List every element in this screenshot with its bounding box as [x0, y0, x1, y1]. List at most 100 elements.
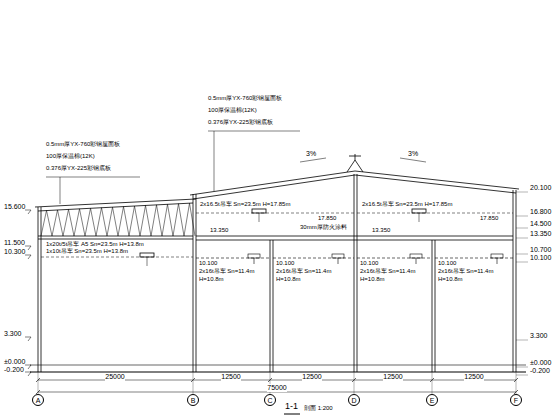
truss-web	[135, 206, 141, 236]
extension-line	[193, 372, 194, 394]
elevation-label: 10.700	[530, 246, 551, 254]
axis-circle: A	[32, 394, 44, 406]
crane-hook	[338, 258, 339, 264]
note-text: H=10.8m	[438, 276, 463, 283]
elevation-leader	[516, 340, 528, 341]
elevation-label: ±0.000	[4, 358, 25, 366]
elevation-label: 10.100	[199, 260, 217, 267]
elevation-label: 10.100	[438, 260, 456, 267]
axis-label: B	[191, 397, 196, 404]
elevation-leader	[516, 192, 528, 193]
axis-label: C	[267, 397, 272, 404]
truss-web	[124, 207, 130, 236]
truss-web	[96, 208, 102, 236]
elevation-mark	[25, 365, 31, 369]
truss-web	[162, 204, 168, 236]
dimension-text: 12500	[383, 373, 402, 381]
truss-web	[47, 211, 53, 236]
extension-line	[354, 372, 355, 394]
note-text: 0.5mm厚YX-760彩钢屋面板	[208, 95, 282, 102]
note-text: 0.5mm厚YX-760彩钢屋面板	[46, 141, 120, 148]
dimension-tick	[352, 378, 356, 382]
crane-trolley	[332, 254, 344, 258]
section-caption: 剖面 1:200	[304, 405, 333, 412]
truss-web	[151, 205, 157, 236]
crane-hook	[416, 258, 417, 264]
elevation-label: -0.200	[530, 367, 550, 375]
truss-web	[69, 209, 75, 236]
elevation-label: 3.300	[4, 330, 22, 338]
elevation-label: 10.300	[4, 248, 25, 256]
truss-web	[184, 203, 190, 236]
truss-web	[129, 206, 135, 236]
crane-trolley	[248, 254, 260, 258]
truss-web	[168, 204, 174, 236]
truss-web	[58, 210, 64, 236]
elevation-leader	[516, 216, 528, 217]
truss-web	[63, 209, 69, 236]
note-text: 2x16.5t吊车 Sn=23.5m H=17.85m	[362, 201, 452, 208]
note-text: 1x10t吊车 Sn=23.5m H=13.8m	[46, 248, 128, 255]
crane-hook	[254, 258, 255, 264]
truss-web	[146, 205, 152, 236]
truss-web	[113, 207, 119, 236]
note-text: 2x16t吊车 Sn=11.4m	[276, 268, 331, 275]
truss-web	[190, 203, 196, 236]
note-text: 100厚保温棉(12K)	[208, 107, 257, 114]
elevation-label: 3.300	[530, 332, 548, 340]
elevation-leader	[516, 238, 528, 239]
dimension-text: 12500	[302, 373, 321, 381]
elevation-label: -0.200	[4, 366, 24, 374]
note-text: 0.376厚YX-225彩钢底板	[208, 119, 273, 126]
axis-circle: F	[510, 394, 522, 406]
elevation-mark	[25, 372, 31, 376]
elevation-label: 11.500	[4, 239, 25, 247]
truss-web	[140, 205, 146, 236]
section-title: 1-1	[285, 402, 298, 412]
elevation-mark	[25, 255, 31, 259]
dimension-text: 75000	[267, 384, 286, 392]
extension-line	[38, 372, 39, 394]
note-text: 3%	[306, 150, 316, 158]
elevation-label: 17.850	[480, 215, 498, 222]
axis-circle: E	[426, 394, 438, 406]
elevation-label: 10.100	[276, 260, 294, 267]
truss-web	[107, 207, 113, 236]
axis-label: E	[430, 397, 435, 404]
dimension-tick	[36, 378, 40, 382]
note-text: 2x16t吊车 Sn=11.4m	[360, 268, 415, 275]
elevation-leader	[516, 254, 528, 255]
elevation-label: 13.350	[372, 227, 390, 234]
elevation-mark	[25, 246, 31, 250]
elevation-label: 10.100	[530, 254, 551, 262]
note-text: 2x16t吊车 Sn=11.4m	[199, 268, 254, 275]
note-text: 0.376厚YX-225彩钢底板	[46, 165, 111, 172]
dimension-text: 12500	[464, 373, 483, 381]
axis-label: A	[36, 397, 41, 404]
extension-line	[432, 372, 433, 394]
note-text: 30mm厚防火涂料	[300, 224, 347, 231]
elevation-label: 15.600	[4, 203, 25, 211]
crane-trolley	[491, 254, 503, 258]
elevation-leader	[516, 367, 528, 368]
note-text: 2x16t吊车 Sn=11.4m	[438, 268, 493, 275]
elevation-label: 20.100	[530, 184, 551, 192]
truss-web	[41, 203, 195, 236]
crane-beam	[196, 254, 513, 264]
note-text: 3%	[408, 150, 418, 158]
dimension-text: 12500	[221, 373, 240, 381]
note-text: H=10.8m	[199, 276, 224, 283]
crane-trolley	[410, 254, 422, 258]
truss-web	[118, 207, 124, 236]
axis-label: D	[351, 397, 356, 404]
note-text: H=10.8m	[276, 276, 301, 283]
truss-web	[52, 210, 58, 236]
dimension-tick	[36, 372, 518, 394]
crane-hook	[497, 258, 498, 264]
elevation-label: ±0.000	[530, 359, 551, 367]
axis-circle: C	[264, 394, 276, 406]
elevation-leader	[516, 375, 528, 376]
elevation-label: 10.100	[360, 260, 378, 267]
dimension-text: 25000	[105, 373, 124, 381]
elevation-label: 17.850	[318, 215, 336, 222]
